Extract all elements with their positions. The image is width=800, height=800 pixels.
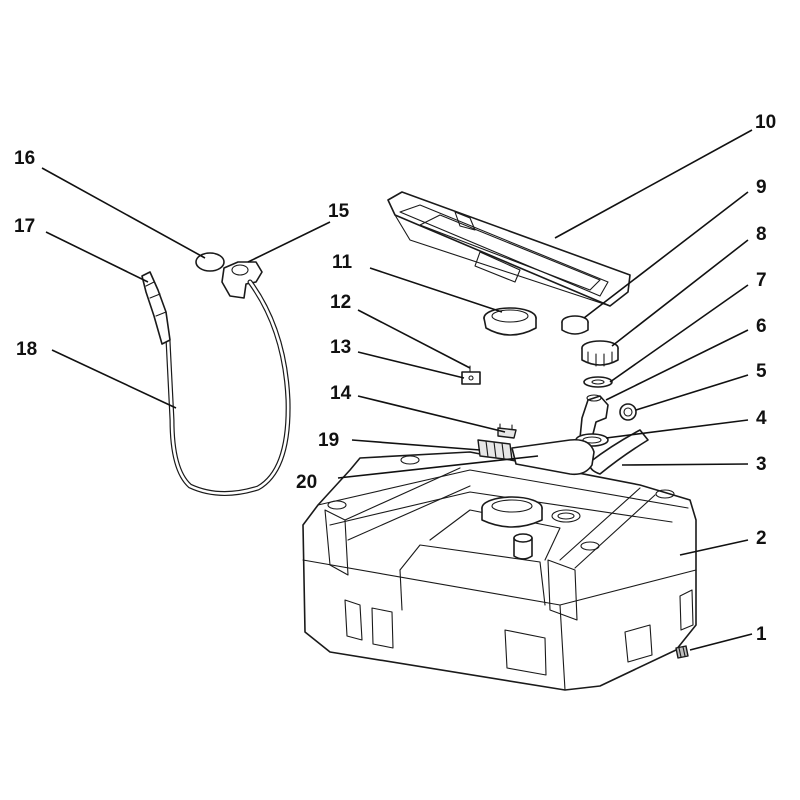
vent-hose <box>588 429 649 475</box>
leader-11 <box>369 267 503 313</box>
callout-6: 6 <box>756 316 767 337</box>
leader-4 <box>605 419 749 439</box>
callout-16: 16 <box>14 148 35 169</box>
leader-18 <box>51 349 177 409</box>
outlet-pipe <box>511 438 595 476</box>
callout-14: 14 <box>330 383 352 404</box>
large-cap <box>483 307 537 336</box>
leader-14 <box>357 395 506 433</box>
leader-3 <box>621 463 749 466</box>
callout-7: 7 <box>756 270 767 291</box>
leader-13 <box>357 351 465 379</box>
callout-numbers: 1 2 3 4 5 6 7 8 9 10 11 12 13 14 15 16 1… <box>14 112 776 645</box>
callout-10: 10 <box>755 112 776 133</box>
callout-3: 3 <box>756 454 767 475</box>
washer <box>583 376 613 388</box>
small-cap <box>561 315 589 335</box>
leader-16 <box>41 167 206 259</box>
leader-1 <box>689 633 753 651</box>
leader-5 <box>635 374 749 411</box>
leader-20 <box>337 455 539 479</box>
callout-20: 20 <box>296 472 317 493</box>
leader-6 <box>605 329 749 401</box>
leader-2 <box>679 539 749 556</box>
tank-lid <box>387 191 631 307</box>
callout-1: 1 <box>756 624 767 645</box>
small-clip <box>497 423 517 439</box>
callout-4: 4 <box>756 408 767 429</box>
callout-8: 8 <box>756 224 767 245</box>
callout-5: 5 <box>756 361 767 382</box>
callout-13: 13 <box>330 337 351 358</box>
leader-15 <box>247 221 331 263</box>
filler-cap <box>581 340 619 367</box>
leader-19 <box>351 439 481 451</box>
leader-12 <box>357 309 471 369</box>
leader-lines <box>41 129 753 651</box>
callout-18: 18 <box>16 339 37 360</box>
callout-17: 17 <box>14 216 35 237</box>
connector <box>477 439 513 461</box>
callout-12: 12 <box>330 292 351 313</box>
callout-9: 9 <box>756 177 767 198</box>
elbow-fitting <box>579 394 609 439</box>
drain-plug <box>675 645 689 659</box>
tank-body <box>302 451 697 691</box>
pump-nozzle-hose <box>141 252 291 497</box>
callout-11: 11 <box>332 252 353 273</box>
leader-9 <box>583 191 749 319</box>
callout-15: 15 <box>328 201 350 222</box>
callout-19: 19 <box>318 430 339 451</box>
leader-10 <box>554 129 753 239</box>
leader-7 <box>609 284 749 383</box>
bracket <box>461 365 481 385</box>
callout-2: 2 <box>756 528 767 549</box>
leader-8 <box>611 239 749 347</box>
leader-17 <box>45 231 149 283</box>
hose-clamp <box>619 403 637 421</box>
